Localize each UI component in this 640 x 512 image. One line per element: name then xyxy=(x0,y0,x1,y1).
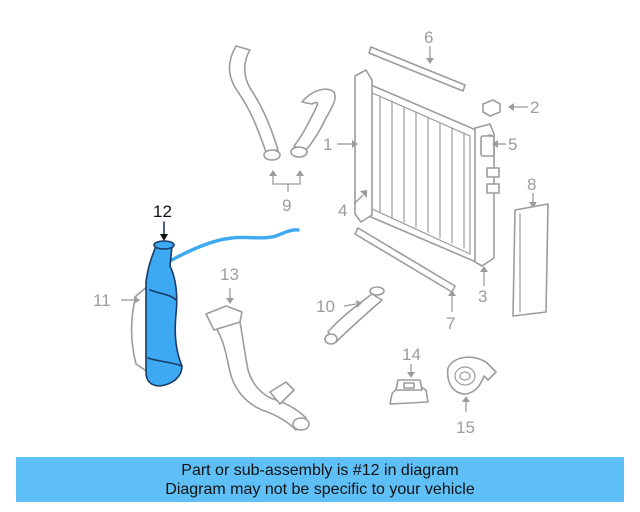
banner-line-2: Diagram may not be specific to your vehi… xyxy=(165,480,475,498)
callout-4: 4 xyxy=(338,201,347,220)
part-2-clip[interactable] xyxy=(482,99,501,117)
callout-11: 11 xyxy=(93,291,111,310)
part-14-thermostat[interactable] xyxy=(389,379,429,405)
part-9-lower-hose[interactable] xyxy=(290,88,336,158)
callout-8: 8 xyxy=(527,175,536,194)
callout-13: 13 xyxy=(220,265,239,284)
part-9-upper-hose[interactable] xyxy=(228,45,281,161)
part-12-coolant-reservoir[interactable] xyxy=(145,228,300,387)
part-11-shield[interactable] xyxy=(130,285,149,373)
part-15-housing[interactable] xyxy=(446,356,497,395)
part-13-outlet-hose[interactable] xyxy=(205,305,310,431)
callout-14: 14 xyxy=(402,345,421,364)
callout-15: 15 xyxy=(456,418,475,437)
banner-line-1: Part or sub-assembly is #12 in diagram xyxy=(181,461,459,479)
callout-9: 9 xyxy=(282,196,291,215)
callout-3: 3 xyxy=(478,287,487,306)
leader-lines xyxy=(121,46,537,412)
callout-1: 1 xyxy=(323,135,332,154)
part-5-cap[interactable] xyxy=(480,135,495,157)
callout-7: 7 xyxy=(446,314,455,333)
info-banner: Part or sub-assembly is #12 in diagram D… xyxy=(16,457,624,502)
part-10-hose[interactable] xyxy=(324,286,385,345)
part-6-upper-seal[interactable] xyxy=(368,46,466,92)
parts-diagram: 6 2 1 5 8 9 4 12 13 3 11 10 7 14 15 xyxy=(93,28,549,437)
callout-12: 12 xyxy=(153,202,172,221)
callout-10: 10 xyxy=(316,297,335,316)
part-1-radiator[interactable] xyxy=(354,69,500,267)
part-8-side-panel[interactable] xyxy=(512,203,549,317)
callout-6: 6 xyxy=(424,28,433,47)
callout-2: 2 xyxy=(530,98,539,117)
callout-5: 5 xyxy=(508,135,517,154)
